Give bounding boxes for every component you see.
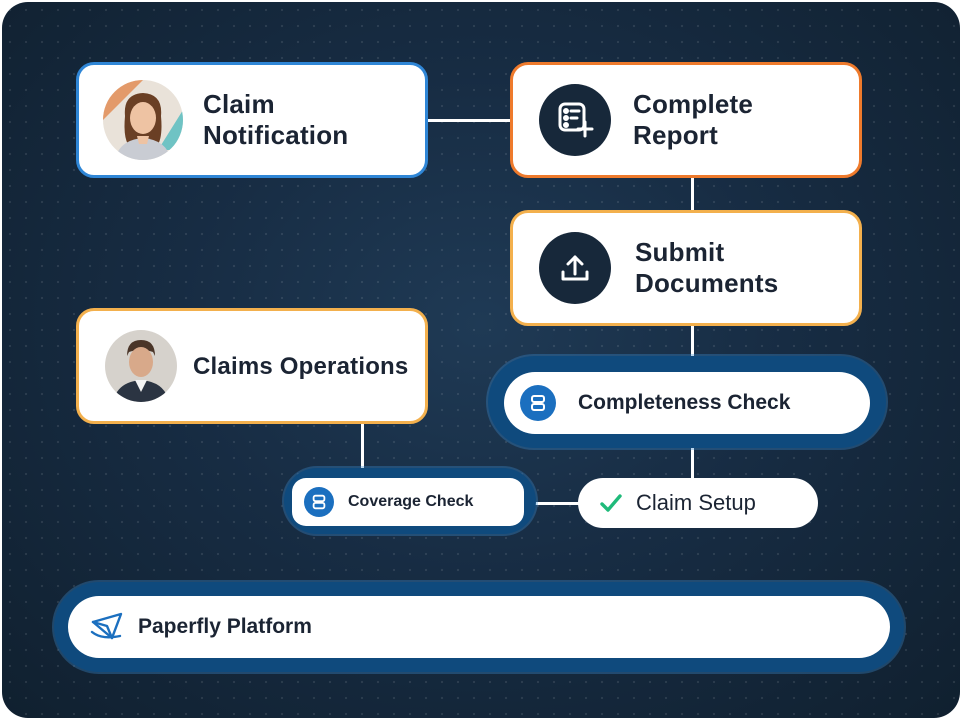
paperfly-platform-pill[interactable]: Paperfly Platform <box>68 596 890 658</box>
claim-notification-title: Claim Notification <box>203 89 349 150</box>
coverage-check-label: Coverage Check <box>348 493 474 510</box>
claim-notification-card[interactable]: Claim Notification <box>76 62 428 178</box>
checkmark-icon <box>596 488 626 518</box>
person-avatar-woman <box>103 80 183 160</box>
person-avatar-man <box>105 330 177 402</box>
complete-report-card[interactable]: Complete Report <box>510 62 862 178</box>
paperfly-platform-label: Paperfly Platform <box>138 615 312 638</box>
paperfly-logo <box>90 610 124 644</box>
claims-operations-title: Claims Operations <box>193 352 409 380</box>
list-add-icon <box>539 84 611 156</box>
submit-documents-card[interactable]: Submit Documents <box>510 210 862 326</box>
completeness-check-pill[interactable]: Completeness Check <box>504 372 870 434</box>
claim-setup-label: Claim Setup <box>636 490 756 515</box>
complete-report-title: Complete Report <box>633 89 754 150</box>
connector-operations-coverage <box>361 422 364 478</box>
completeness-check-label: Completeness Check <box>578 391 791 414</box>
connector-notification-report <box>428 119 512 122</box>
claims-operations-card[interactable]: Claims Operations <box>76 308 428 424</box>
coverage-check-pill[interactable]: Coverage Check <box>292 478 524 526</box>
connector-report-submit <box>691 178 694 212</box>
connector-coverage-setup <box>524 502 580 505</box>
robot-icon <box>520 385 556 421</box>
upload-icon <box>539 232 611 304</box>
claim-setup-pill[interactable]: Claim Setup <box>578 478 818 528</box>
submit-documents-title: Submit Documents <box>635 237 779 298</box>
robot-icon <box>304 487 334 517</box>
